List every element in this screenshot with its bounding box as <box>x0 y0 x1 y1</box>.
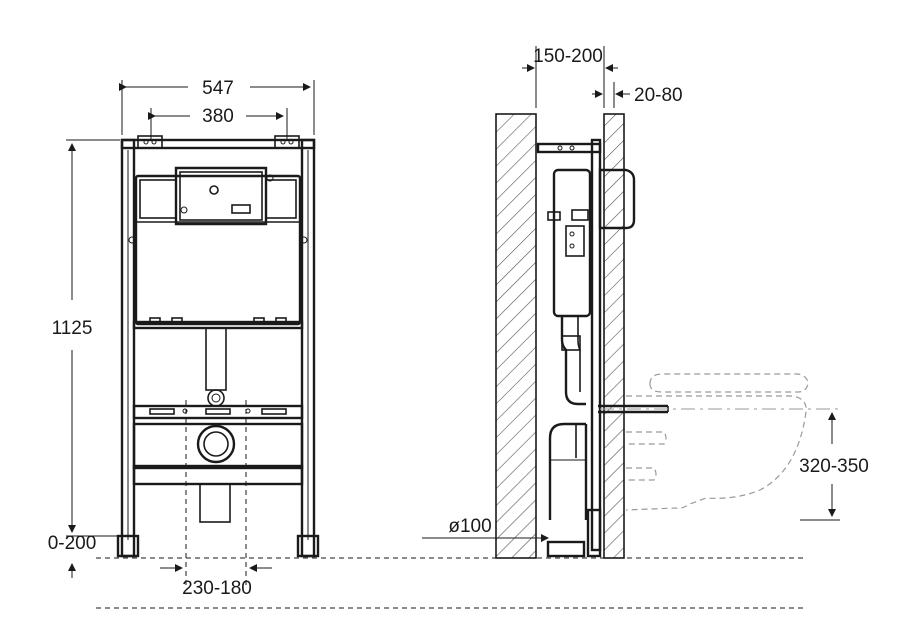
dim-label-20-80: 20-80 <box>634 85 683 106</box>
dim-label-320-350: 320-350 <box>799 456 869 477</box>
front-view: 547 380 <box>48 78 320 599</box>
dimension-0-200: 0-200 <box>48 533 130 578</box>
installation-frame <box>116 138 320 558</box>
dimension-380: 380 <box>148 106 288 140</box>
dimension-150-200: 150-200 <box>522 46 618 108</box>
toilet-bowl-outline <box>625 373 809 511</box>
dimension-1125: 1125 <box>52 139 120 537</box>
drain-pipe-side <box>548 422 588 520</box>
cistern-side <box>547 168 592 318</box>
dim-label-547: 547 <box>202 78 234 99</box>
front-wall <box>603 113 625 559</box>
cistern <box>128 166 308 326</box>
side-view: 150-200 20-80 <box>422 46 869 559</box>
dim-label-0-200: 0-200 <box>48 533 97 554</box>
dim-label-230-180: 230-180 <box>182 578 252 599</box>
dimension-230-180: 230-180 <box>160 564 272 599</box>
dim-label-380: 380 <box>202 106 234 127</box>
dim-label-1125: 1125 <box>52 318 93 339</box>
dimension-547: 547 <box>119 78 315 135</box>
back-wall <box>495 113 537 559</box>
dim-label-diameter: ø100 <box>448 516 491 537</box>
dim-label-150-200: 150-200 <box>533 46 603 67</box>
dimension-diameter-100: ø100 <box>422 516 549 542</box>
dimension-320-350: 320-350 <box>799 412 869 517</box>
dimension-20-80: 20-80 <box>592 82 683 108</box>
